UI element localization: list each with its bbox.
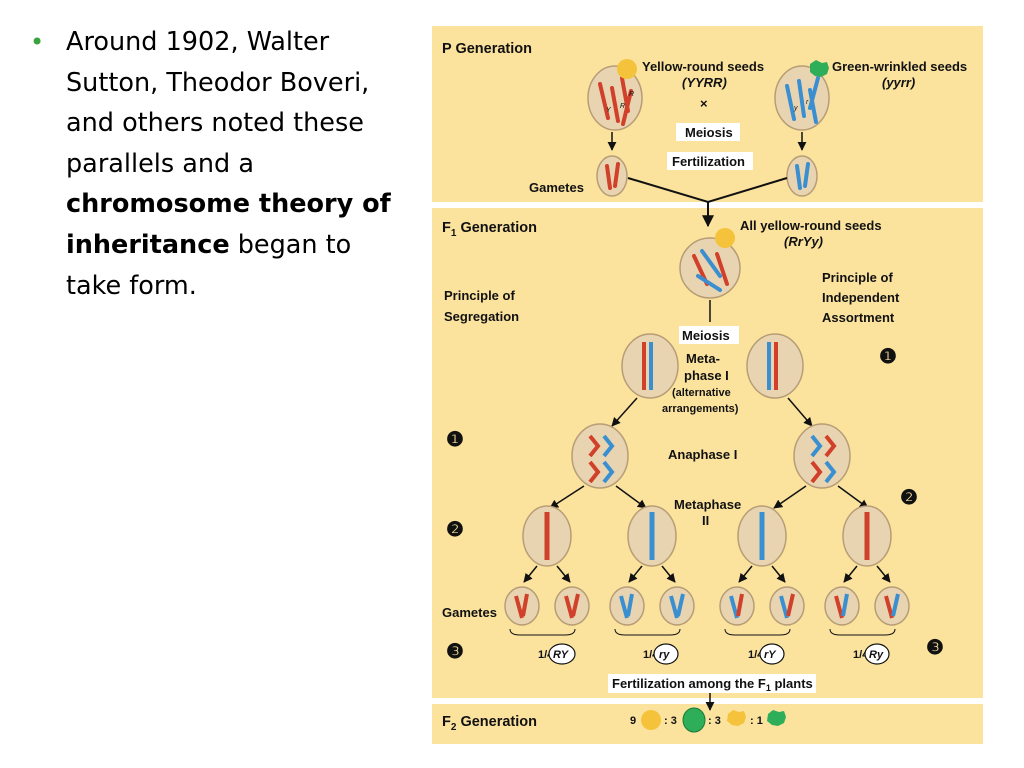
segregation-title-2: Segregation xyxy=(444,309,519,324)
gamete-cell-7 xyxy=(824,586,860,626)
f1-yellow-seed-icon xyxy=(715,228,735,248)
gamete-cell-2 xyxy=(554,586,590,626)
bullet-icon: • xyxy=(30,28,45,56)
metaphase2-cell-1 xyxy=(522,505,572,567)
ratio-green-wrinkled-seed xyxy=(767,710,786,726)
gamete-type-3: 1/4 rY xyxy=(748,643,785,665)
yellow-parent-cell: Y RR xyxy=(587,65,643,131)
metaphase1-line3: (alternative xyxy=(672,387,731,399)
metaphase2-cell-3 xyxy=(737,505,787,567)
bullet-point: • Around 1902, Walter Sutton, Theodor Bo… xyxy=(30,22,410,306)
metaphase1-right-cell xyxy=(746,333,804,399)
f1-genotype: (RrYy) xyxy=(784,234,823,249)
step-3-right: ❸ xyxy=(926,637,944,659)
gamete-cell-5 xyxy=(719,586,755,626)
meiosis-box-2 xyxy=(679,326,739,344)
yellow-genotype: (YYRR) xyxy=(682,75,727,90)
green-genotype: (yyrr) xyxy=(882,75,915,90)
anaphase1-left-cell xyxy=(571,423,629,489)
svg-text:r: r xyxy=(806,99,809,106)
metaphase2-line1: Metaphase xyxy=(674,497,741,512)
cross-symbol: × xyxy=(700,96,708,111)
yellow-seed-icon xyxy=(617,59,637,79)
svg-text:RY: RY xyxy=(553,649,570,661)
svg-text:R: R xyxy=(629,91,634,98)
step-1-left: ❶ xyxy=(446,429,464,451)
step-1-right: ❶ xyxy=(879,346,897,368)
f1-fertilization-label: Fertilization among the F1 plants xyxy=(612,676,813,693)
gamete-type-1: 1/4 RY xyxy=(538,643,576,665)
f2-ratio: 9 : 3 : 3 : 1 xyxy=(630,707,786,733)
green-wrinkled-seed-icon xyxy=(810,60,829,77)
meiosis-label-2: Meiosis xyxy=(682,328,730,343)
bullet-text: Around 1902, Walter Sutton, Theodor Bove… xyxy=(66,22,410,306)
metaphase1-left-cell xyxy=(621,333,679,399)
gamete-cell-8 xyxy=(874,586,910,626)
metaphase2-cell-2 xyxy=(627,505,677,567)
ratio-9: 9 xyxy=(630,715,636,727)
anaphase1-right-cell xyxy=(793,423,851,489)
svg-text:Y: Y xyxy=(606,107,612,114)
bullet-text-plain: Around 1902, Walter Sutton, Theodor Bove… xyxy=(66,27,370,179)
meiosis-label: Meiosis xyxy=(685,125,733,140)
svg-text:y: y xyxy=(793,105,798,112)
fertilization-box xyxy=(667,152,753,170)
ratio-3a: : 3 xyxy=(664,715,677,727)
gamete-cell-6 xyxy=(769,586,805,626)
p-generation-title: P Generation xyxy=(442,41,532,57)
fertilization-label: Fertilization xyxy=(672,154,745,169)
independent-title-3: Assortment xyxy=(822,310,895,325)
svg-text:R: R xyxy=(620,103,625,110)
step-2-left: ❷ xyxy=(446,519,464,541)
gamete-type-2: 1/4 ry xyxy=(643,643,679,665)
gamete-cell-1 xyxy=(504,586,540,626)
yellow-gamete-cell xyxy=(596,155,628,197)
svg-text:Ry: Ry xyxy=(869,649,884,661)
yellow-round-label: Yellow-round seeds xyxy=(642,59,764,74)
segregation-title-1: Principle of xyxy=(444,288,515,303)
p-generation-panel xyxy=(432,26,983,202)
gamete-type-4: 1/4 Ry xyxy=(853,643,890,665)
metaphase1-line2: phase I xyxy=(684,368,729,383)
f1-gametes-label: Gametes xyxy=(442,605,497,620)
anaphase1-label: Anaphase I xyxy=(668,447,737,462)
metaphase2-line2: II xyxy=(702,513,709,528)
gamete-cell-4 xyxy=(659,586,695,626)
f1-fertilization-box xyxy=(608,674,816,693)
green-parent-cell: yr xyxy=(774,65,830,131)
bullet-text-end: began to take form. xyxy=(66,229,352,301)
step-2-right: ❷ xyxy=(900,487,918,509)
all-yellow-round-label: All yellow-round seeds xyxy=(740,218,882,233)
f2-generation-title: F2 Generation xyxy=(442,714,537,733)
green-wrinkled-label: Green-wrinkled seeds xyxy=(832,59,967,74)
bullet-text-bold: chromosome theory of inheritance xyxy=(66,189,391,260)
metaphase1-line1: Meta- xyxy=(686,351,720,366)
svg-text:rY: rY xyxy=(764,649,777,661)
gamete-cells xyxy=(504,586,910,626)
green-gamete-cell xyxy=(786,155,818,197)
meiosis-box xyxy=(676,123,740,141)
ratio-yellow-wrinkled-seed xyxy=(727,710,746,726)
f1-generation-title: F1 Generation xyxy=(442,220,537,239)
step-3-left: ❸ xyxy=(446,641,464,663)
metaphase1-line4: arrangements) xyxy=(662,403,739,415)
svg-text:ry: ry xyxy=(659,649,670,661)
ratio-green-round-seed xyxy=(682,707,706,733)
f1-cell xyxy=(679,237,741,299)
independent-title-2: Independent xyxy=(822,290,900,305)
independent-title-1: Principle of xyxy=(822,270,893,285)
gamete-cell-3 xyxy=(609,586,645,626)
metaphase2-cell-4 xyxy=(842,505,892,567)
inheritance-diagram: P Generation Y RR Yellow-round seeds (YYR… xyxy=(432,26,983,744)
ratio-3b: : 3 xyxy=(708,715,721,727)
ratio-1: : 1 xyxy=(750,715,763,727)
p-gametes-label: Gametes xyxy=(529,180,584,195)
ratio-yellow-round-seed xyxy=(641,710,661,730)
